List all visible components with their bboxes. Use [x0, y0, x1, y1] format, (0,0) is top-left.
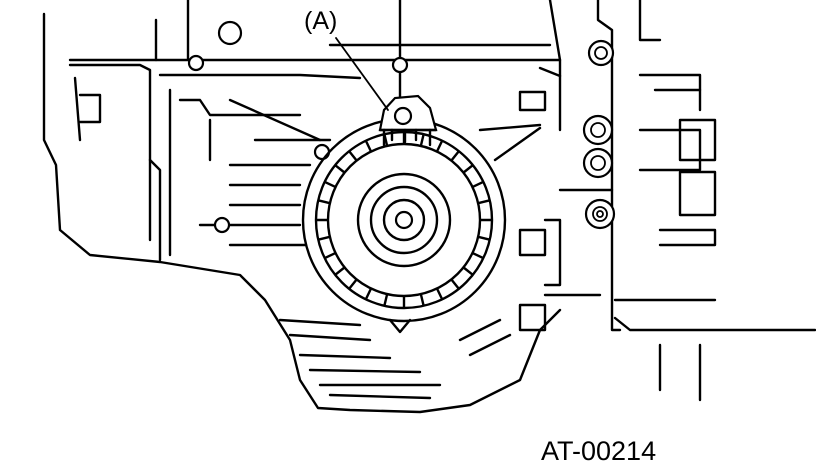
rotor-tooth: [477, 199, 490, 205]
rotor-tooth: [419, 133, 425, 147]
rotor-tooth: [365, 140, 372, 152]
rotor-tooth: [334, 164, 345, 174]
sensor-bracket: [378, 94, 438, 147]
valve-body: [518, 0, 816, 402]
rotor-tooth: [348, 279, 358, 290]
rotor-tooth: [463, 164, 474, 174]
rotor-tooth: [318, 235, 331, 241]
rotor-tooth: [348, 150, 358, 162]
rotor-tooth: [324, 181, 336, 188]
sensor-rotor-assembly: [301, 117, 507, 334]
rotor-tooth: [365, 288, 372, 300]
rotor-tooth: [436, 288, 443, 300]
figure-code: AT-00214: [541, 436, 657, 466]
rotor-tooth: [324, 252, 336, 259]
callout-leader-line: [335, 37, 389, 111]
rotor-tooth: [436, 140, 443, 152]
rotor-tooth: [463, 266, 474, 276]
rotor-tooth: [318, 199, 331, 205]
rotor-tooth: [419, 293, 425, 306]
rotor-tooth: [334, 266, 345, 276]
rotor-tooth: [450, 279, 460, 290]
rotor-tooth: [477, 235, 490, 241]
rotor-tooth: [383, 293, 389, 306]
transmission-housing: [42, 0, 562, 414]
rotor-teeth: [315, 131, 493, 309]
callout-label-a: (A): [304, 7, 338, 35]
rotor-tooth: [472, 252, 484, 259]
rotor-tooth: [450, 150, 460, 162]
rotor-tooth: [472, 181, 484, 188]
